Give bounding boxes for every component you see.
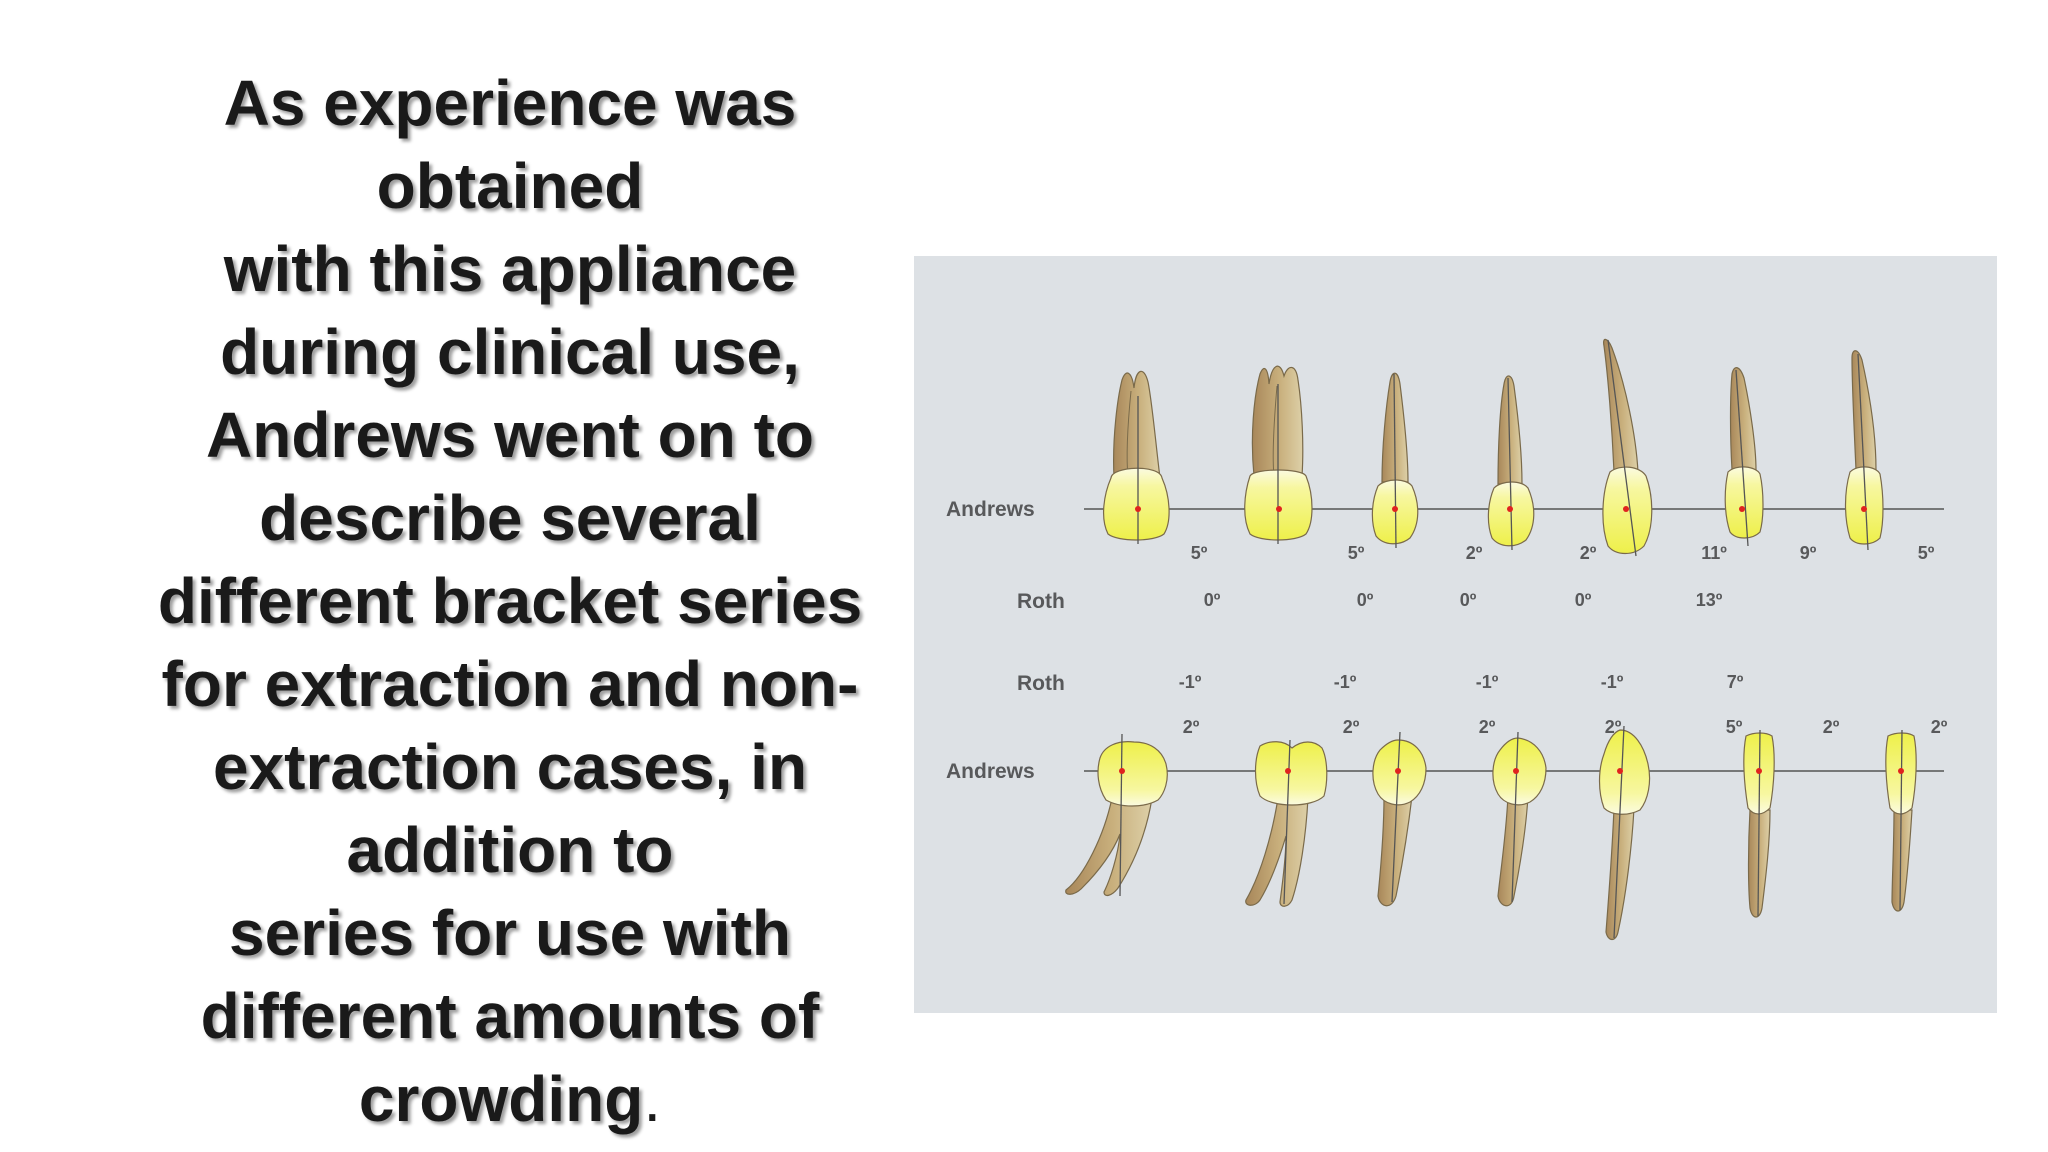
lower-andrews-value: 2º: [1605, 717, 1622, 737]
lower-central-incisor: [1885, 729, 1917, 912]
upper-premolar-2: [1487, 375, 1535, 551]
lower-roth-value: -1º: [1334, 672, 1357, 692]
row-label-lower-andrews: Andrews: [946, 760, 1035, 783]
lower-roth-value: -1º: [1601, 672, 1624, 692]
lower-andrews-value: 2º: [1823, 717, 1840, 737]
text-line-last: crowding.: [110, 1058, 910, 1141]
upper-andrews-value: 5º: [1918, 543, 1935, 563]
upper-molar-1: [1102, 370, 1170, 544]
text-line: Andrews went on to: [206, 399, 814, 471]
upper-molar-2: [1244, 365, 1313, 544]
upper-andrews-value: 5º: [1191, 543, 1208, 563]
upper-andrews-value: 2º: [1466, 543, 1483, 563]
upper-roth-value: 13º: [1696, 590, 1723, 610]
text-line: obtained: [376, 150, 644, 222]
lower-andrews-value: 2º: [1183, 717, 1200, 737]
text-line: for extraction and non-: [161, 648, 859, 720]
lower-andrews-value: 2º: [1479, 717, 1496, 737]
slide-body-text: As experience was obtained with this app…: [110, 62, 910, 1141]
text-last-word: crowding: [358, 1063, 644, 1135]
text-line: extraction cases, in: [212, 731, 808, 803]
row-label-upper-andrews: Andrews: [946, 498, 1035, 521]
tooth-diagram-svg: Andrews Roth Roth Andrews 5º 5º 2º 2º 11…: [946, 338, 1948, 941]
bracket-points: [1119, 506, 1904, 774]
lower-premolar-1: [1372, 731, 1427, 907]
lower-molar-1: [1065, 733, 1168, 897]
upper-roth-value: 0º: [1204, 590, 1221, 610]
upper-lateral-incisor: [1724, 367, 1764, 547]
text-final-period: .: [643, 1063, 662, 1135]
upper-roth-value: 0º: [1460, 590, 1477, 610]
upper-andrews-value: 11º: [1701, 543, 1727, 563]
text-line: with this appliance: [223, 233, 797, 305]
upper-andrews-value: 2º: [1580, 543, 1597, 563]
tooth-torque-diagram: Andrews Roth Roth Andrews 5º 5º 2º 2º 11…: [914, 256, 1997, 1013]
lower-molar-2: [1245, 739, 1328, 907]
lower-premolar-2: [1492, 731, 1547, 907]
row-label-lower-roth: Roth: [1017, 672, 1065, 695]
lower-andrews-value: 2º: [1931, 717, 1948, 737]
upper-canine: [1602, 338, 1653, 557]
lower-roth-value: -1º: [1179, 672, 1202, 692]
upper-central-incisor: [1844, 350, 1884, 551]
lower-roth-value: -1º: [1476, 672, 1499, 692]
upper-roth-value: 0º: [1357, 590, 1374, 610]
upper-andrews-value: 5º: [1348, 543, 1365, 563]
text-line: As experience was: [223, 67, 797, 139]
text-line: during clinical use,: [220, 316, 800, 388]
text-line: series for use with: [229, 897, 791, 969]
upper-andrews-value: 9º: [1800, 543, 1817, 563]
text-line: different amounts of: [200, 980, 820, 1052]
text-line: describe several: [259, 482, 761, 554]
upper-roth-value: 0º: [1575, 590, 1592, 610]
lower-andrews-value: 2º: [1343, 717, 1360, 737]
upper-premolar-1: [1371, 372, 1419, 549]
text-line: different bracket series: [157, 565, 863, 637]
lower-andrews-value: 5º: [1726, 717, 1743, 737]
lower-roth-value: 7º: [1727, 672, 1744, 692]
text-line: addition to: [346, 814, 674, 886]
row-label-upper-roth: Roth: [1017, 590, 1065, 613]
lower-canine: [1598, 725, 1651, 941]
lower-lateral-incisor: [1743, 729, 1775, 918]
